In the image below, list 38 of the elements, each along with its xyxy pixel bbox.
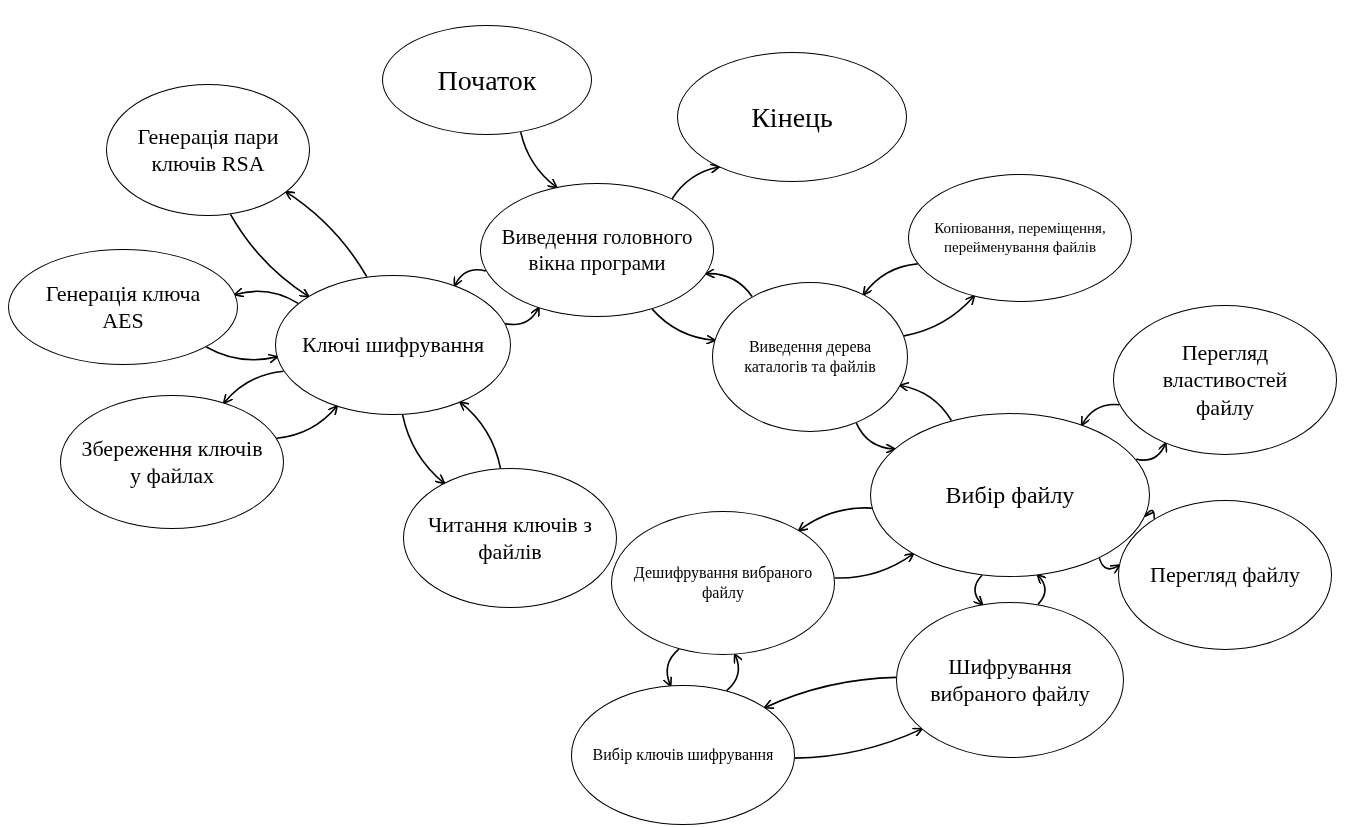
arrow [1036, 573, 1048, 606]
node-label: Початок [437, 63, 537, 98]
arrow [1080, 403, 1121, 427]
arrow [903, 294, 976, 337]
node-label: Копіювання, переміщення, перейменування файлів [933, 219, 1107, 257]
arrow [275, 405, 339, 439]
arrow [833, 552, 915, 579]
node-label: Кінець [751, 100, 833, 135]
node-label: Генерація пари ключів RSA [136, 122, 280, 178]
arrow [671, 163, 721, 200]
node-label: Дешифрування вибраного файлу [632, 563, 814, 603]
arrow [704, 268, 753, 298]
node-label: Ключі шифрування [301, 331, 485, 359]
arrow [1098, 557, 1121, 575]
arrow [233, 287, 299, 305]
arrow [794, 727, 924, 759]
arrow [862, 263, 919, 296]
node-label: Генерація ключа AES [44, 279, 202, 335]
arrow [519, 131, 558, 189]
arrow [205, 346, 279, 364]
node-label: Виведення дерева каталогів та файлів [743, 337, 877, 377]
node-label: Перегляд файлу [1150, 561, 1300, 589]
arrow [453, 268, 487, 287]
arrow [1135, 441, 1168, 461]
arrow [797, 507, 873, 532]
node-label: Збереження ключів у файлах [81, 434, 263, 490]
arrow [763, 676, 897, 710]
node-label: Перегляд властивостей файлу [1161, 338, 1289, 422]
arrow [459, 401, 502, 470]
node-label: Шифрування вибраного файлу [929, 652, 1091, 708]
node-label: Вибір файлу [945, 481, 1075, 510]
arrow [504, 306, 540, 326]
arrow [222, 370, 285, 405]
arrow [401, 414, 446, 485]
node-label: Виведення головного вікна програми [501, 223, 693, 277]
node-label: Читання ключів з файлів [427, 510, 593, 566]
arrow [855, 422, 896, 454]
node-label: Вибір ключів шифрування [592, 745, 774, 765]
